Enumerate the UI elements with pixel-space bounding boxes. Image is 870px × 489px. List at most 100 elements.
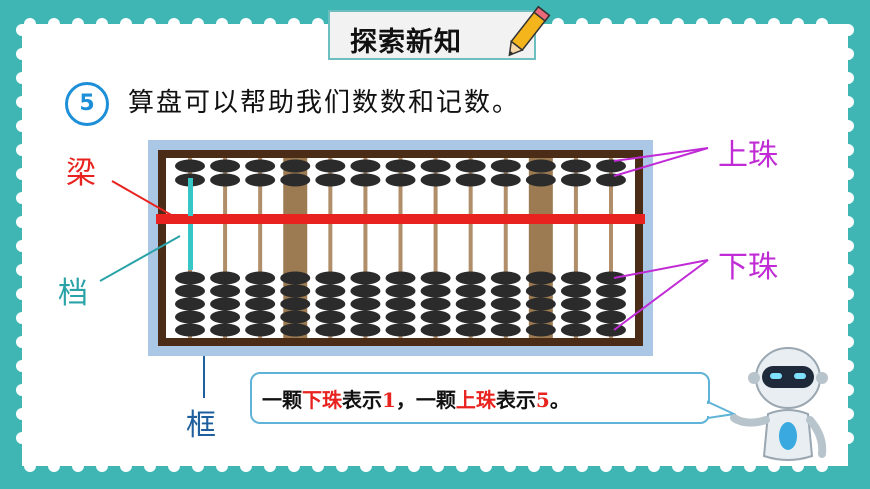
lower-bead xyxy=(280,310,311,324)
abacus-rod xyxy=(328,158,333,338)
lower-bead xyxy=(525,310,556,324)
lower-beads-label: 下珠 xyxy=(718,250,778,285)
upper-bead xyxy=(210,159,241,173)
upper-bead xyxy=(245,173,276,187)
lower-bead xyxy=(385,310,416,324)
lower-bead xyxy=(596,284,626,298)
lower-bead xyxy=(385,323,416,337)
lower-bead xyxy=(596,297,626,311)
bubble-text: 一颗下珠表示1，一颗上珠表示5。 xyxy=(262,388,570,412)
lower-bead xyxy=(525,297,556,311)
upper-bead xyxy=(560,159,591,173)
upper-bead xyxy=(525,159,556,173)
speech-bubble-tail xyxy=(706,400,736,420)
upper-bead xyxy=(245,159,276,173)
upper-bead xyxy=(420,173,451,187)
lower-bead xyxy=(596,271,626,285)
lower-bead xyxy=(245,323,276,337)
lower-bead xyxy=(490,297,521,311)
lower-bead xyxy=(175,297,205,311)
lower-bead xyxy=(385,284,416,298)
problem-number-badge: 5 xyxy=(65,82,109,126)
lower-bead xyxy=(455,310,486,324)
lower-bead xyxy=(210,271,241,285)
upper-bead xyxy=(420,159,451,173)
upper-bead xyxy=(315,173,346,187)
lower-bead xyxy=(315,271,346,285)
lower-bead xyxy=(420,310,451,324)
lower-bead xyxy=(560,323,591,337)
upper-bead xyxy=(455,173,486,187)
lower-bead xyxy=(210,310,241,324)
lower-bead xyxy=(350,271,381,285)
abacus-rod xyxy=(468,158,473,338)
lower-bead xyxy=(596,310,626,324)
abacus-beam xyxy=(156,214,645,224)
abacus-rod xyxy=(433,158,438,338)
lower-bead xyxy=(560,284,591,298)
lower-bead xyxy=(315,310,346,324)
lower-bead xyxy=(245,310,276,324)
upper-bead xyxy=(350,159,381,173)
lower-bead xyxy=(420,297,451,311)
upper-bead xyxy=(490,159,521,173)
rod-highlight xyxy=(188,178,193,216)
lower-bead xyxy=(350,284,381,298)
upper-bead xyxy=(455,159,486,173)
rod-highlight-lower xyxy=(188,224,193,270)
upper-bead xyxy=(175,159,205,173)
upper-bead xyxy=(385,159,416,173)
lower-bead xyxy=(175,284,205,298)
lower-bead xyxy=(280,271,311,285)
lower-bead xyxy=(210,297,241,311)
lower-bead xyxy=(490,271,521,285)
beam-label: 梁 xyxy=(66,156,96,191)
upper-bead xyxy=(525,173,556,187)
upper-bead xyxy=(560,173,591,187)
upper-bead xyxy=(596,159,626,173)
lower-bead xyxy=(175,271,205,285)
lower-bead xyxy=(245,271,276,285)
upper-beads-label: 上珠 xyxy=(718,138,778,173)
lower-bead xyxy=(455,297,486,311)
upper-bead xyxy=(490,173,521,187)
lower-bead xyxy=(560,297,591,311)
lower-bead xyxy=(490,323,521,337)
lower-bead xyxy=(490,310,521,324)
upper-bead xyxy=(350,173,381,187)
upper-bead xyxy=(596,173,626,187)
lower-bead xyxy=(420,271,451,285)
lower-bead xyxy=(560,310,591,324)
lower-bead xyxy=(420,323,451,337)
abacus-rod xyxy=(609,158,613,338)
lower-bead xyxy=(490,284,521,298)
robot-icon xyxy=(730,347,828,461)
section-tag xyxy=(328,10,536,60)
lower-bead xyxy=(455,323,486,337)
speech-bubble xyxy=(250,372,710,424)
abacus-rod xyxy=(398,158,403,338)
lower-bead xyxy=(175,323,205,337)
lower-bead xyxy=(525,284,556,298)
lower-bead xyxy=(455,284,486,298)
problem-text: 算盘可以帮助我们数数和记数。 xyxy=(128,88,521,118)
abacus-rod xyxy=(573,158,578,338)
lower-bead xyxy=(175,310,205,324)
lower-bead xyxy=(280,297,311,311)
section-title: 探索新知 xyxy=(350,27,462,58)
lower-bead xyxy=(315,323,346,337)
abacus-rod xyxy=(258,158,263,338)
lower-bead xyxy=(350,310,381,324)
lower-bead xyxy=(315,297,346,311)
lower-bead xyxy=(385,271,416,285)
lower-bead xyxy=(560,271,591,285)
lower-bead xyxy=(420,284,451,298)
lower-bead xyxy=(210,284,241,298)
lower-bead xyxy=(245,297,276,311)
lower-bead xyxy=(455,271,486,285)
lower-bead xyxy=(525,271,556,285)
lower-bead xyxy=(280,284,311,298)
lower-bead xyxy=(525,323,556,337)
